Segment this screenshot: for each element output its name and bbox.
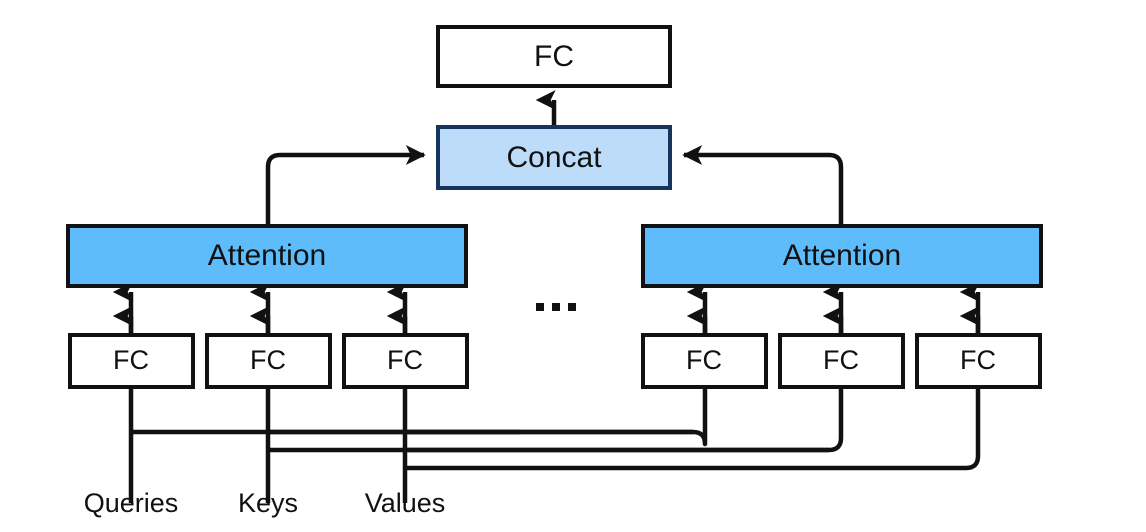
attention-right-box[interactable] (641, 224, 1043, 288)
attention-left-box[interactable] (66, 224, 468, 288)
attention-right-label: Attention (783, 239, 901, 272)
input-label-values: Values (365, 488, 446, 518)
output-fc-label: FC (534, 40, 574, 73)
ellipsis-dot-3 (568, 303, 576, 311)
node-concat[interactable]: Concat (436, 125, 672, 190)
fc-left-1-box[interactable] (68, 333, 195, 389)
output-fc-box[interactable] (436, 25, 672, 88)
fc-to-attention-connectors (112, 282, 981, 335)
node-fc-right-2[interactable]: FC (778, 333, 905, 389)
attention-to-concat-connectors (265, 145, 844, 226)
attention-left-label: Attention (208, 239, 326, 272)
node-fc-left-3[interactable]: FC (342, 333, 469, 389)
ellipsis-dot-1 (536, 303, 544, 311)
fc-left-1-label: FC (113, 345, 149, 375)
fc-right-1-box[interactable] (641, 333, 768, 389)
attention-right-to-concat-arrow (682, 145, 844, 226)
node-output-fc[interactable]: FC (436, 25, 672, 88)
ellipsis-icon (536, 303, 576, 311)
queries-to-fc-right-1-arrow (131, 306, 708, 447)
values-routing (386, 306, 981, 503)
node-attention-left[interactable]: Attention (66, 224, 468, 288)
fc-right-2-label: FC (823, 345, 859, 375)
fc-right-3-box[interactable] (915, 333, 1042, 389)
values-to-fc-right-3-arrow (405, 306, 981, 471)
concat-box[interactable] (436, 125, 672, 190)
fc-right-1-label: FC (686, 345, 722, 375)
node-fc-left-2[interactable]: FC (205, 333, 332, 389)
fc-left-3-box[interactable] (342, 333, 469, 389)
input-label-keys: Keys (238, 488, 298, 518)
node-fc-left-1[interactable]: FC (68, 333, 195, 389)
node-attention-right[interactable]: Attention (641, 224, 1043, 288)
ellipsis-dot-2 (552, 303, 560, 311)
input-label-queries: Queries (84, 488, 179, 518)
fc-left-2-label: FC (250, 345, 286, 375)
fc-left-3-label: FC (387, 345, 423, 375)
fc-right-2-box[interactable] (778, 333, 905, 389)
fc-left-2-box[interactable] (205, 333, 332, 389)
keys-to-fc-right-2-arrow (268, 306, 844, 453)
fc-right-3-label: FC (960, 345, 996, 375)
node-fc-right-1[interactable]: FC (641, 333, 768, 389)
attention-left-to-concat-arrow (265, 145, 426, 226)
concat-label: Concat (506, 141, 602, 174)
node-fc-right-3[interactable]: FC (915, 333, 1042, 389)
